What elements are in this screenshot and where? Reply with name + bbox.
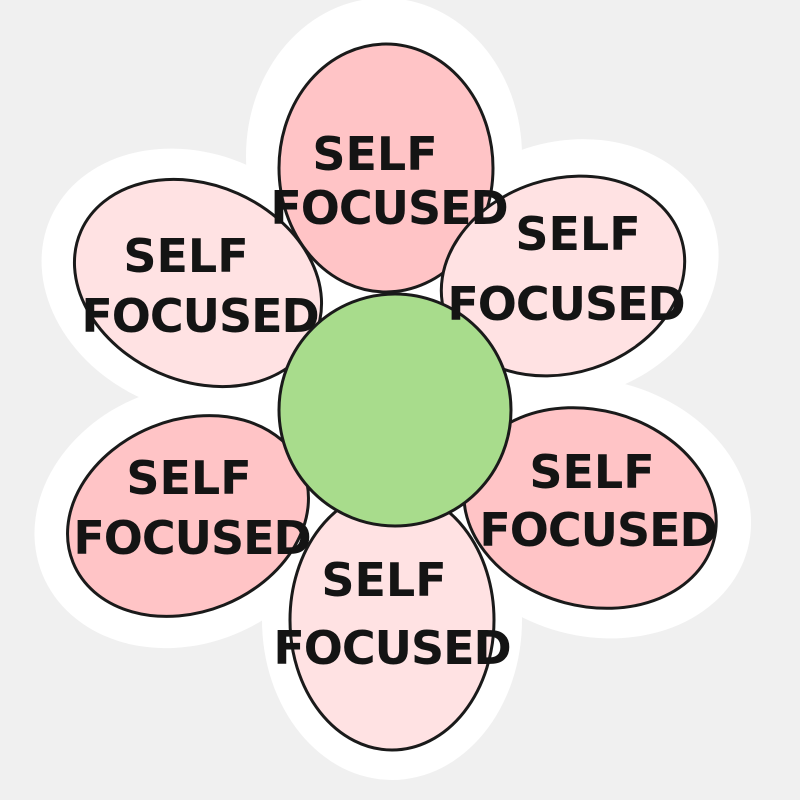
petal-labels: SELF FOCUSED SELF FOCUSED SELF FOCUSED S… xyxy=(73,127,717,675)
flower-center xyxy=(277,292,513,528)
petal-top-label: SELF FOCUSED xyxy=(270,127,507,235)
petal-top-right-label: SELF FOCUSED xyxy=(447,207,684,331)
petal-top xyxy=(277,42,495,294)
petal-top-left-label: SELF FOCUSED xyxy=(81,229,318,343)
petal-left-label: SELF FOCUSED xyxy=(73,451,310,565)
petals xyxy=(66,42,718,752)
petal-bottom-label: SELF FOCUSED xyxy=(273,553,510,675)
petal-right-label: SELF FOCUSED xyxy=(479,445,716,557)
petal-bottom xyxy=(288,488,496,752)
